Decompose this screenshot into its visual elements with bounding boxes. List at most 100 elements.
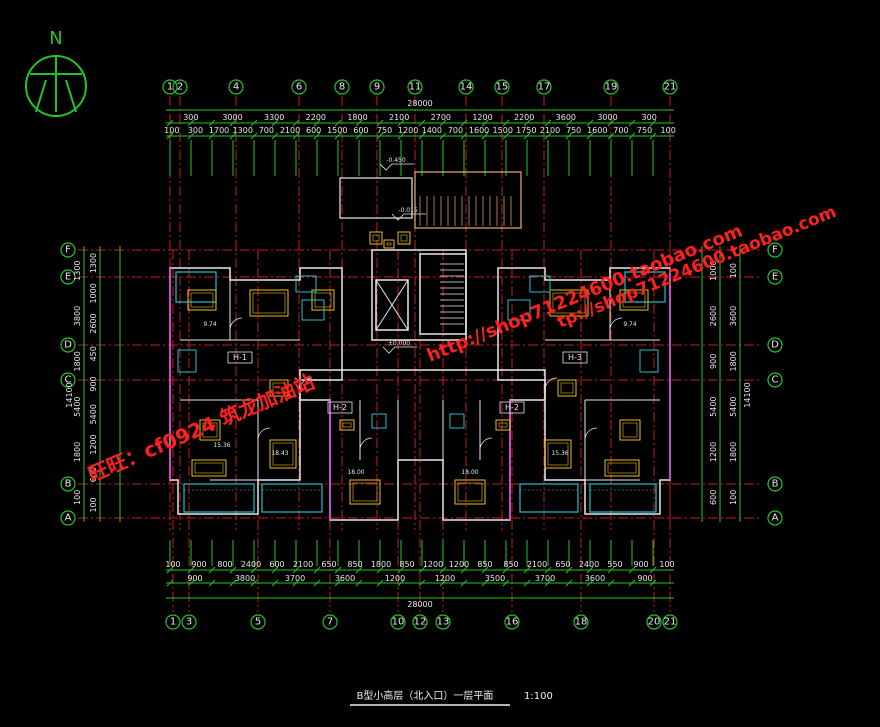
axis-bubble-bottom bbox=[390, 614, 406, 630]
dim-right-outer: 1800 bbox=[729, 442, 738, 462]
dim-tick bbox=[607, 566, 615, 574]
dim-tick bbox=[313, 132, 321, 140]
dim-top-2: 1300 bbox=[233, 126, 253, 135]
caption-scale: 1:100 bbox=[524, 691, 553, 702]
axis-bubble-right bbox=[767, 476, 783, 492]
dim-top-1: 1200 bbox=[472, 113, 492, 122]
dim-tick bbox=[502, 132, 510, 140]
dim-top-2: 2100 bbox=[540, 126, 560, 135]
dim-top-2: 100 bbox=[661, 126, 676, 135]
unit-tag: H-3 bbox=[568, 353, 582, 362]
dim-tick bbox=[208, 119, 216, 127]
dim-top-2: 1500 bbox=[327, 126, 347, 135]
dim-tick bbox=[229, 119, 237, 127]
dim-bottom-1: 1800 bbox=[371, 560, 391, 569]
dim-tick bbox=[628, 579, 636, 587]
dim-total-bottom: 28000 bbox=[407, 600, 432, 609]
dim-tick bbox=[208, 132, 216, 140]
dim-tick bbox=[628, 132, 636, 140]
room-area: 18.00 bbox=[461, 469, 478, 476]
axis-bubble-top bbox=[536, 79, 552, 95]
axis-bubble-bottom bbox=[322, 614, 338, 630]
furniture bbox=[187, 289, 217, 311]
dim-left-inner: 1300 bbox=[89, 253, 98, 273]
axis-bubble-right bbox=[767, 242, 783, 258]
dim-tick bbox=[313, 119, 321, 127]
balcony bbox=[261, 483, 323, 513]
dim-tick bbox=[334, 566, 342, 574]
building-plan bbox=[169, 171, 671, 521]
room-area: 18.43 bbox=[271, 450, 288, 457]
axis-bubble-left bbox=[60, 510, 76, 526]
dim-top-2: 1200 bbox=[398, 126, 418, 135]
dim-top-1: 3600 bbox=[556, 113, 576, 122]
dim-bottom-1: 850 bbox=[503, 560, 518, 569]
furniture-detail bbox=[400, 234, 408, 242]
dim-right-outer: 1800 bbox=[729, 351, 738, 371]
dim-tick bbox=[376, 119, 384, 127]
dim-tick bbox=[607, 579, 615, 587]
axis-label-bottom: 21 bbox=[664, 617, 677, 628]
dim-tick bbox=[250, 132, 258, 140]
axis-bubble-right bbox=[767, 269, 783, 285]
axis-bubble-bottom bbox=[662, 614, 678, 630]
axis-label-bottom: 13 bbox=[437, 617, 450, 628]
axis-label-top: 9 bbox=[374, 82, 380, 93]
dim-left-inner: 450 bbox=[89, 346, 98, 361]
unit-tag: H-2 bbox=[333, 403, 347, 412]
dim-tick bbox=[544, 579, 552, 587]
dim-tick bbox=[271, 579, 279, 587]
dim-tick bbox=[565, 132, 573, 140]
dim-tick bbox=[523, 579, 531, 587]
dim-top-2: 100 bbox=[164, 126, 179, 135]
axis-label-left: E bbox=[65, 272, 71, 283]
level-marker bbox=[391, 213, 426, 221]
level-value: ±0.000 bbox=[388, 340, 410, 347]
dim-bottom-2: 3800 bbox=[235, 574, 255, 583]
furniture bbox=[349, 479, 381, 505]
entrance-canopy bbox=[339, 177, 413, 219]
dim-tick bbox=[460, 132, 468, 140]
furniture bbox=[454, 479, 486, 505]
watermark-top: tp://shop71224600.taobao.com bbox=[554, 202, 839, 333]
furniture bbox=[269, 379, 289, 397]
axis-label-bottom: 20 bbox=[648, 617, 661, 628]
unit-tag: H-2 bbox=[505, 403, 519, 412]
dim-left-outer: 1800 bbox=[73, 442, 82, 462]
dim-tick bbox=[418, 566, 426, 574]
dimension-lines bbox=[83, 109, 741, 599]
dim-tick bbox=[166, 119, 174, 127]
fixture bbox=[371, 413, 387, 429]
dim-bottom-1: 1200 bbox=[449, 560, 469, 569]
axis-label-right: D bbox=[771, 340, 779, 351]
dim-top-2: 1500 bbox=[493, 126, 513, 135]
dim-tick bbox=[397, 132, 405, 140]
dim-tick bbox=[565, 579, 573, 587]
dim-tick bbox=[481, 119, 489, 127]
dim-tick bbox=[397, 579, 405, 587]
furniture bbox=[619, 289, 649, 311]
furniture bbox=[619, 419, 641, 441]
axis-bubble-bottom bbox=[435, 614, 451, 630]
dim-tick bbox=[628, 119, 636, 127]
dim-top-1: 2700 bbox=[431, 113, 451, 122]
axis-bubble-right bbox=[767, 510, 783, 526]
dim-tick bbox=[523, 119, 531, 127]
axis-label-top: 19 bbox=[605, 82, 618, 93]
axis-label-bottom: 12 bbox=[414, 617, 427, 628]
dim-top-2: 300 bbox=[188, 126, 203, 135]
dim-tick bbox=[481, 566, 489, 574]
dim-tick bbox=[439, 566, 447, 574]
fixture bbox=[177, 349, 197, 373]
dim-tick bbox=[187, 566, 195, 574]
dim-bottom-1: 900 bbox=[633, 560, 648, 569]
axis-label-top: 11 bbox=[409, 82, 422, 93]
furniture-detail bbox=[547, 442, 569, 466]
furniture bbox=[544, 439, 572, 469]
dim-tick bbox=[271, 119, 279, 127]
dim-top-1: 300 bbox=[642, 113, 657, 122]
axis-label-bottom: 10 bbox=[392, 617, 405, 628]
lift-shaft bbox=[375, 279, 409, 331]
dim-top-1: 3300 bbox=[264, 113, 284, 122]
axis-bubble-left bbox=[60, 372, 76, 388]
